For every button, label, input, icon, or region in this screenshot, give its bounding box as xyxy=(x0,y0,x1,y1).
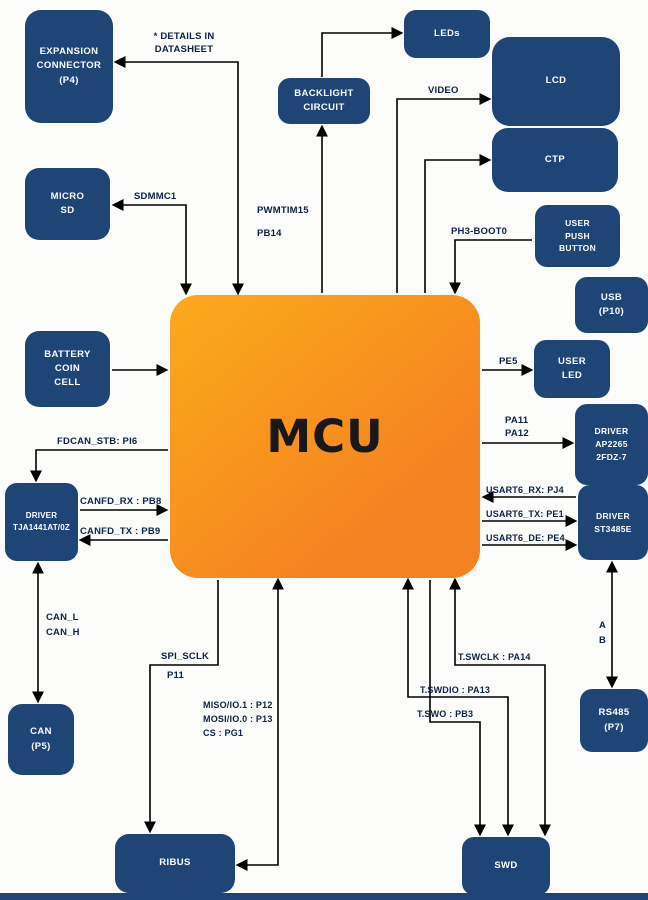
backlight-circuit-box: BACKLIGHT CIRCUIT xyxy=(278,78,370,124)
can-driver-box: DRIVER TJA1441AT/0Z xyxy=(5,483,78,561)
micro-sd-box: MICRO SD xyxy=(25,168,110,240)
label-usart6-rx: USART6_RX: PJ4 xyxy=(486,485,564,495)
wire-sdmmc1 xyxy=(111,199,192,296)
wire-tswclk xyxy=(449,577,551,837)
label-pe5: PE5 xyxy=(499,356,518,367)
wire-fdcan-stb xyxy=(30,449,168,483)
label-canfd-tx: CANFD_TX : PB9 xyxy=(80,526,161,537)
label-rs485-a-b: A B xyxy=(599,620,607,646)
wire-tswdio xyxy=(402,577,514,837)
rs485-connector-box: RS485 (P7) xyxy=(580,689,648,752)
usb-driver-box: DRIVER AP2265 2FDZ-7 xyxy=(575,404,648,485)
label-can-l-can-h: CAN_L CAN_H xyxy=(46,612,80,638)
can-connector-box: CAN (P5) xyxy=(8,704,74,775)
label-tswo: T.SWO : PB3 xyxy=(417,709,474,719)
label-spi-data-lines: MISO/IO.1 : P12 MOSI/IO.0 : P13 CS : PG1 xyxy=(203,700,273,738)
rs485-driver-box: DRIVER ST3485E xyxy=(578,485,648,560)
wire-expansion-connector xyxy=(113,56,244,296)
label-ph3-boot0: PH3-BOOT0 xyxy=(451,226,508,237)
wire-tswo xyxy=(429,580,486,837)
leds-box: LEDs xyxy=(404,10,490,58)
label-sdmmc1: SDMMC1 xyxy=(134,191,177,202)
battery-coin-cell-box: BATTERY COIN CELL xyxy=(25,331,110,407)
wire-video-lcd xyxy=(396,93,492,293)
mcu-block: MCU xyxy=(170,295,480,578)
wire-spi-sclk xyxy=(144,580,219,834)
user-push-button-box: USER PUSH BUTTON xyxy=(535,205,620,267)
footer-bar xyxy=(0,893,648,900)
expansion-connector-box: EXPANSION CONNECTOR (P4) xyxy=(25,10,113,123)
label-usart6-tx: USART6_TX: PE1 xyxy=(486,509,564,519)
user-led-box: USER LED xyxy=(534,340,610,398)
usb-connector-box: USB (P10) xyxy=(575,277,648,333)
label-video: VIDEO xyxy=(428,85,459,96)
label-canfd-rx: CANFD_RX : PB8 xyxy=(80,496,162,507)
ribus-box: RIBUS xyxy=(115,834,235,893)
swd-box: SWD xyxy=(462,837,550,895)
label-usart6-de: USART6_DE: PE4 xyxy=(486,533,565,543)
wire-ctp xyxy=(424,154,492,293)
label-fdcan-stb: FDCAN_STB: PI6 xyxy=(57,436,138,447)
lcd-box: LCD xyxy=(492,37,620,126)
label-pa11-pa12: PA11 PA12 xyxy=(505,415,529,439)
label-details-in-datasheet: * DETAILS IN DATASHEET xyxy=(153,31,215,55)
wire-spi-data xyxy=(235,577,284,871)
label-tswdio: T.SWDIO : PA13 xyxy=(420,685,491,695)
wire-ph3-boot0 xyxy=(449,239,532,295)
wire-backlight-leds xyxy=(321,27,404,77)
label-spi-sclk: SPI_SCLK xyxy=(161,651,210,662)
label-spi-p11: P11 xyxy=(167,670,184,681)
label-tswclk: T.SWCLK : PA14 xyxy=(458,652,531,662)
ctp-box: CTP xyxy=(492,128,618,192)
label-pwmtim15-pb14: PWMTIM15 PB14 xyxy=(257,205,309,239)
